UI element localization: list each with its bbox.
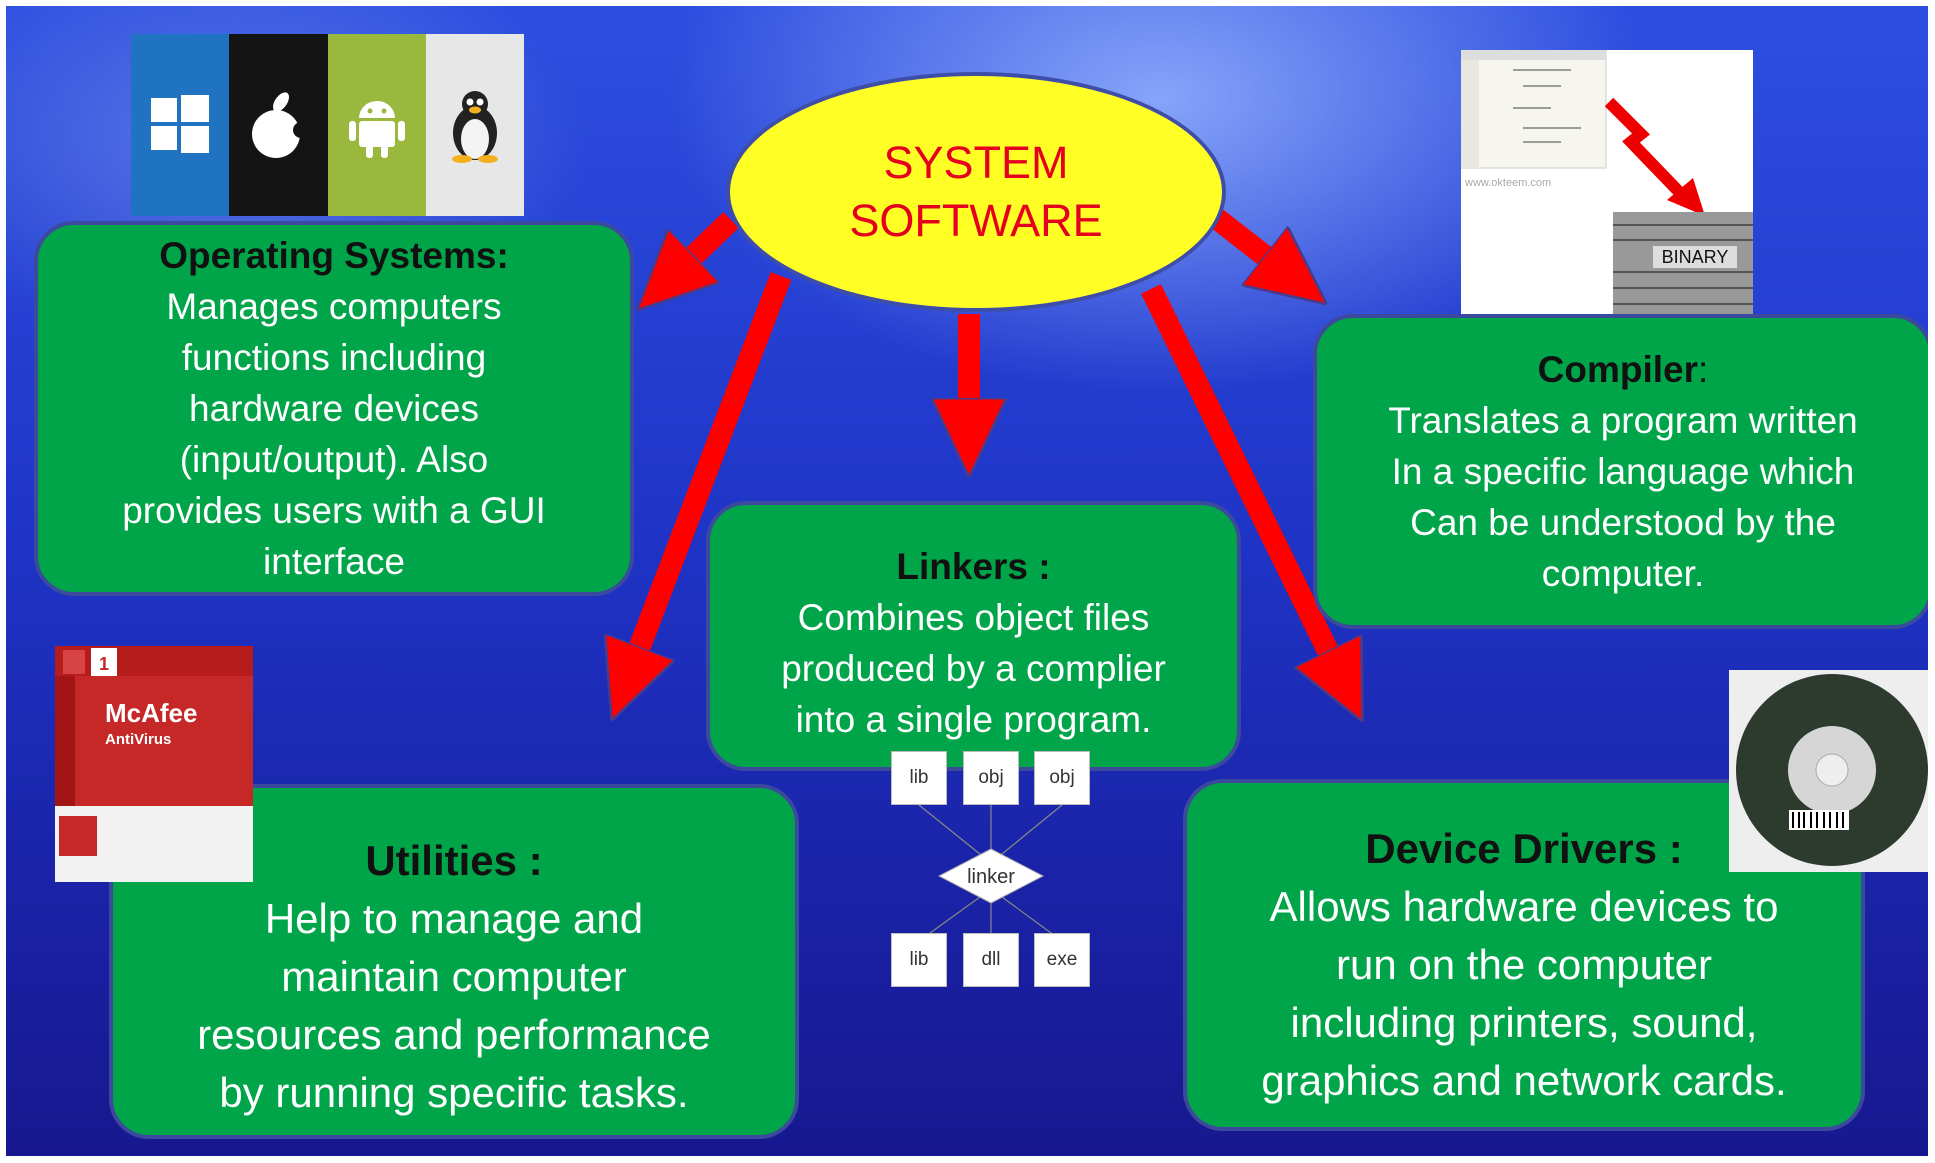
arrows-layer	[6, 205, 1928, 1156]
mcafee-brand: McAfee	[105, 698, 197, 728]
compiler-description: Translates a program written In a specif…	[1388, 400, 1858, 594]
apple-logo-icon	[229, 34, 328, 216]
linker-output-dll: dll	[963, 933, 1019, 987]
compiler-box: Compiler: Translates a program written I…	[1313, 314, 1928, 629]
slide-background: SYSTEM SOFTWARE Operating Systems: Manag…	[6, 6, 1928, 1156]
linker-input-lib: lib	[891, 751, 947, 805]
linker-input-obj-1: obj	[963, 751, 1019, 805]
mcafee-antivirus-image: 1 McAfee AntiVirus	[55, 646, 253, 882]
center-title-line2: SOFTWARE	[849, 195, 1103, 246]
device-drivers-title: Device Drivers :	[1365, 825, 1683, 872]
compiler-title: Compiler	[1537, 349, 1699, 390]
linker-output-lib: lib	[891, 933, 947, 987]
compiler-title-colon: :	[1698, 349, 1709, 390]
linker-node-label: linker	[967, 866, 1015, 888]
operating-systems-description: Manages computers functions including ha…	[122, 286, 546, 582]
compiler-image: www.okteem.com BINARY	[1461, 50, 1753, 334]
driver-cd-image	[1729, 670, 1928, 872]
linker-output-exe: exe	[1034, 933, 1090, 987]
linux-tux-icon	[425, 34, 524, 216]
mcafee-product: AntiVirus	[105, 731, 171, 748]
os-logos-image	[131, 34, 524, 216]
center-title-line1: SYSTEM	[883, 137, 1069, 188]
linkers-title: Linkers :	[896, 546, 1051, 587]
arrow-to-device-drivers	[1141, 284, 1351, 698]
arrow-to-utilities	[621, 272, 792, 696]
linker-diagram: linker lib obj obj lib dll exe	[891, 751, 1091, 996]
system-software-ellipse: SYSTEM SOFTWARE	[726, 72, 1226, 312]
linker-diagram-lines: linker	[918, 804, 1063, 942]
compiler-binary-label: BINARY	[1662, 247, 1729, 267]
linkers-description: Combines object files produced by a comp…	[781, 597, 1166, 740]
mcafee-count: 1	[99, 654, 109, 674]
android-logo-icon	[327, 34, 426, 216]
operating-systems-box: Operating Systems: Manages computers fun…	[34, 221, 634, 596]
utilities-title: Utilities :	[365, 836, 543, 884]
linkers-box: Linkers : Combines object files produced…	[706, 501, 1241, 771]
compiler-code-url: www.okteem.com	[1464, 177, 1551, 189]
arrow-to-operating-systems	[656, 212, 739, 292]
utilities-description: Help to manage and maintain computer res…	[197, 894, 711, 1116]
linker-input-obj-2: obj	[1034, 751, 1090, 805]
operating-systems-title: Operating Systems:	[159, 235, 509, 276]
arrow-to-compiler	[1204, 205, 1306, 288]
device-drivers-description: Allows hardware devices to run on the co…	[1261, 883, 1787, 1104]
linker-diamond	[937, 848, 1045, 904]
windows-logo-icon	[131, 34, 230, 216]
